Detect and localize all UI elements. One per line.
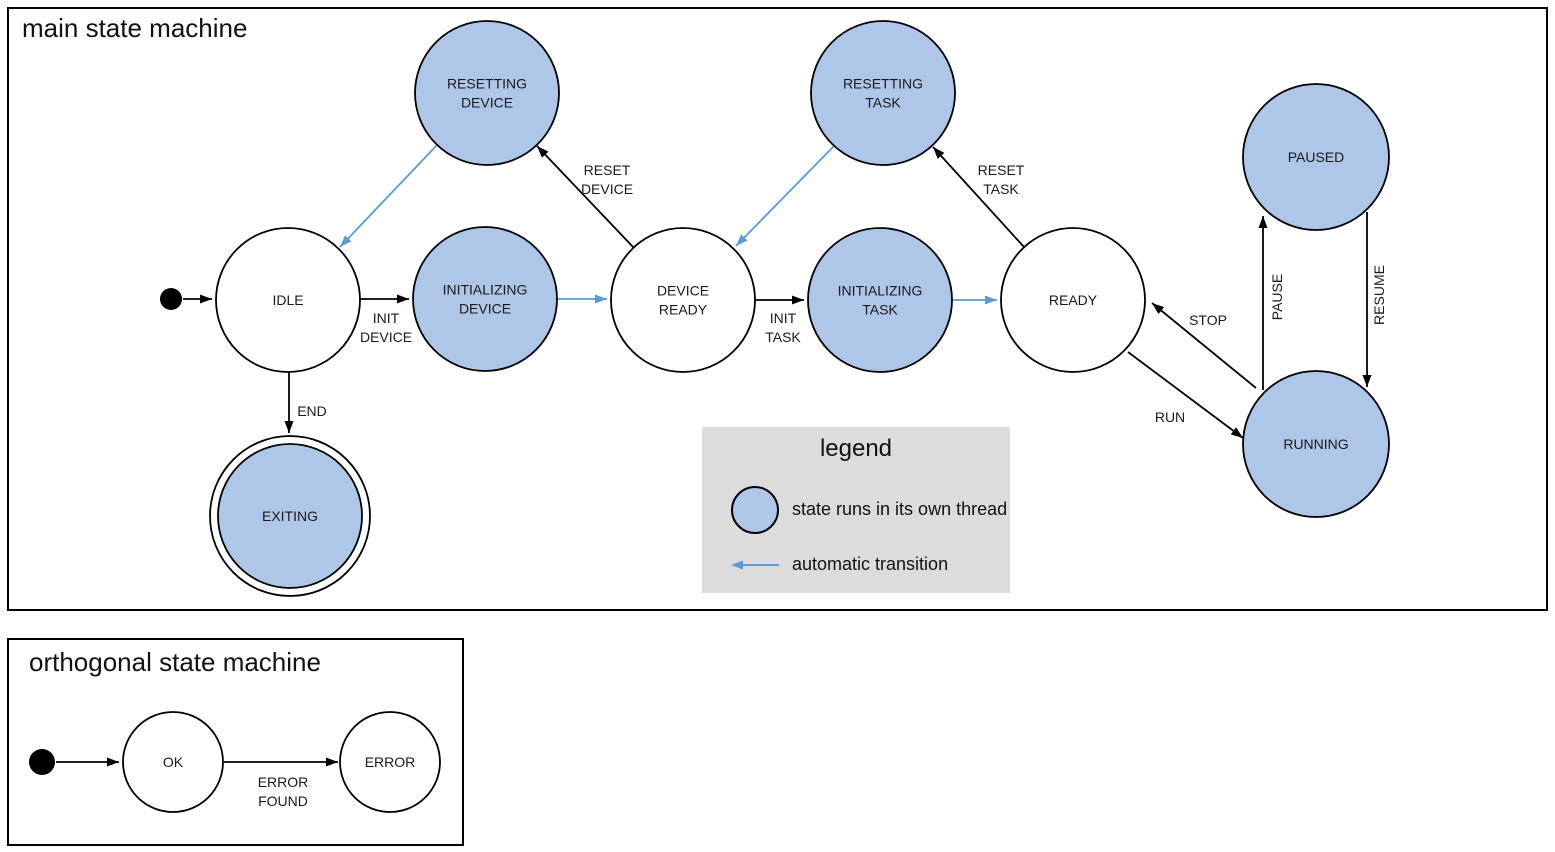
automatic-transition-arrow-icon [731,560,779,570]
orthogonal-state-machine-title: orthogonal state machine [29,647,321,677]
main-state-machine-title: main state machine [22,13,248,43]
threaded-state-icon [731,486,779,534]
main-state-machine-box: main state machine [7,7,1548,611]
automatic-transition-label: automatic transition [792,554,949,574]
legend-title: legend [819,435,893,462]
threaded-state-label: state runs in its own thread [792,499,1008,519]
legend-panel: legend state runs in its own thread auto… [702,427,1010,593]
orthogonal-state-machine-box: orthogonal state machine [7,638,464,846]
